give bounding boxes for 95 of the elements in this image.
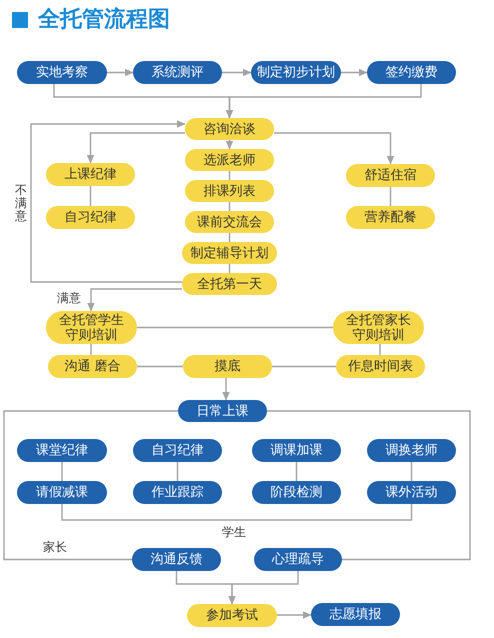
stage-pill: [251, 61, 341, 84]
connector-line: [410, 462, 412, 481]
step-label: 排课列表: [204, 184, 256, 198]
step-label: 全托管学生守则培训: [58, 312, 125, 342]
connector-line: [176, 462, 178, 481]
stage-pill: [133, 439, 222, 462]
step-label: 调课加课: [270, 443, 322, 458]
step-label: 沟通反馈: [150, 552, 202, 567]
connector-line: [137, 326, 333, 328]
stage-pill: [133, 61, 222, 84]
step-pill: [182, 242, 277, 264]
step-pill: [182, 273, 277, 295]
arrow: [86, 132, 185, 164]
arrow: [222, 68, 252, 76]
step-label: 作业跟踪: [152, 485, 204, 500]
step-label: 全托第一天: [197, 276, 262, 292]
step-label: 制定辅导计划: [190, 246, 268, 260]
step-pill: [46, 163, 135, 186]
step-label: 摸底: [214, 359, 240, 374]
connector-line: [390, 187, 392, 206]
connector-line: [90, 344, 92, 355]
step-label: 上课纪律: [64, 167, 116, 182]
stage-pill: [17, 61, 107, 84]
step-pill: [346, 164, 435, 187]
step-pill: [46, 206, 135, 229]
stage-pill: [252, 481, 341, 504]
stage-pill: [367, 439, 456, 462]
step-pill: [48, 355, 137, 378]
connector-line: [90, 186, 92, 206]
step-label: 心理疏导: [272, 552, 324, 567]
stage-pill: [367, 61, 456, 84]
step-label: 系统测评: [152, 65, 204, 80]
step-label: 日常上课: [196, 404, 248, 418]
step-pill: [46, 311, 137, 344]
connector-line: [379, 344, 381, 355]
stage-pill: [133, 481, 222, 504]
arrow: [341, 68, 368, 76]
stage-pill: [178, 400, 267, 422]
arrow: [222, 378, 230, 400]
step-label: 咨询洽谈: [204, 122, 256, 136]
edge-label: 满意: [57, 291, 81, 306]
arrow: [228, 571, 299, 604]
connector-line: [61, 504, 412, 521]
step-pill: [346, 206, 435, 229]
step-label: 志愿填报: [330, 607, 382, 622]
step-pill: [333, 311, 424, 344]
step-label: 制定初步计划: [257, 65, 335, 80]
step-label: 实地考察: [36, 65, 88, 80]
step-pill: [185, 118, 274, 140]
step-pill: [185, 180, 274, 202]
step-label: 阶段检测: [270, 485, 322, 500]
step-label: 自习纪律: [152, 443, 204, 458]
step-label: 自习纪律: [64, 210, 116, 225]
arrow: [107, 68, 134, 76]
arrow: [277, 611, 312, 619]
connector-line: [137, 366, 183, 368]
step-label: 选派老师: [204, 152, 256, 168]
step-label: 课外活动: [386, 485, 438, 500]
step-label: 课前交流会: [197, 214, 262, 230]
stage-pill: [252, 439, 341, 462]
connector-line: [3, 410, 178, 560]
stage-pill: [254, 548, 342, 571]
step-label: 沟通 磨合: [64, 359, 121, 374]
arrow: [30, 120, 186, 283]
step-label: 舒适住宿: [364, 168, 416, 183]
step-label: 参加考试: [206, 608, 258, 623]
stage-pill: [367, 481, 456, 504]
connector-line: [267, 410, 471, 560]
connector-line: [296, 462, 298, 481]
step-label: 签约缴费: [386, 65, 438, 80]
step-label: 全托管家长守则培训: [345, 312, 412, 342]
step-pill: [185, 149, 274, 171]
step-label: 调换老师: [386, 443, 438, 458]
stage-pill: [17, 481, 107, 504]
arrow: [226, 84, 422, 118]
edge-label: 不满意: [15, 184, 27, 224]
stage-pill: [17, 439, 107, 462]
connector-line: [272, 366, 336, 368]
diagram-title: 全托管流程图: [38, 6, 170, 34]
stage-pill: [311, 603, 400, 626]
step-label: 请假减课: [36, 485, 88, 500]
arrow: [226, 140, 234, 150]
step-label: 作息时间表: [348, 359, 413, 374]
step-pill: [185, 211, 274, 233]
step-label: 营养配餐: [364, 210, 416, 225]
step-pill: [187, 604, 277, 627]
step-label: 课堂纪律: [36, 443, 88, 458]
step-pill: [183, 355, 272, 378]
arrow: [274, 132, 394, 164]
step-pill: [336, 355, 425, 378]
connector-line: [61, 462, 63, 481]
arrow: [87, 288, 182, 312]
edge-label: 学生: [222, 525, 246, 540]
stage-pill: [132, 548, 221, 571]
edge-label: 家长: [43, 540, 67, 555]
